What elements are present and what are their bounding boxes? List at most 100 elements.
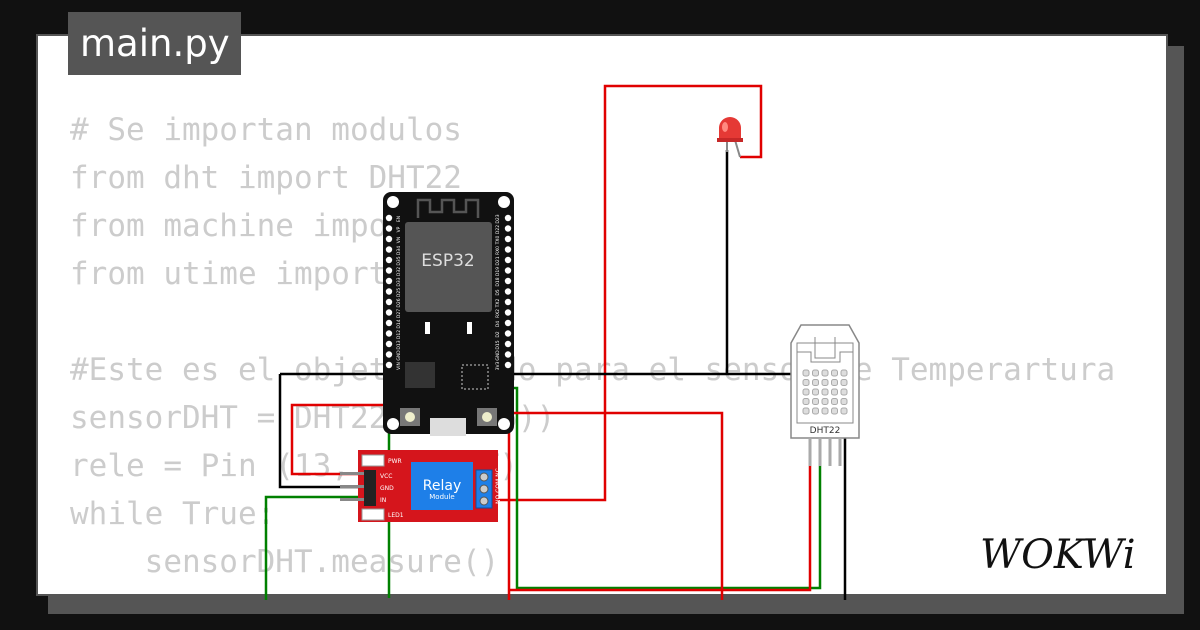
esp32-pin-label: D27 bbox=[396, 309, 402, 318]
esp32-pin-hole[interactable] bbox=[385, 225, 393, 232]
esp32-pin-label: D22 bbox=[495, 225, 501, 234]
dht22-sensor[interactable]: DHT22 bbox=[790, 324, 860, 466]
dht-vent-hole bbox=[821, 388, 829, 396]
dht-vent-hole bbox=[821, 369, 829, 377]
dht-vent-hole bbox=[840, 379, 848, 386]
esp32-pin-hole[interactable] bbox=[504, 319, 512, 327]
esp32-pin-label: VIN bbox=[396, 362, 402, 370]
esp32-pin-hole[interactable] bbox=[385, 246, 393, 253]
esp32-pin-hole[interactable] bbox=[385, 361, 393, 369]
esp32-left-pins: ENVPVND34D35D32D33D25D26D27D14D12D13GNDV… bbox=[385, 214, 402, 370]
relay-module[interactable]: PWR LED1 VCC GND IN Relay Module NO COM … bbox=[340, 450, 502, 522]
dht-vent-hole bbox=[821, 379, 829, 386]
esp32-pin-label: D19 bbox=[495, 267, 501, 276]
esp32-pin-hole[interactable] bbox=[504, 361, 512, 369]
usb-port bbox=[430, 418, 466, 436]
esp32-right-pins: D23D22TX0RX0D21D19D18D5TX2RX2D4D2D15GND3… bbox=[495, 214, 512, 370]
dht-vent-hole bbox=[840, 369, 848, 377]
esp32-pin-hole[interactable] bbox=[504, 309, 512, 316]
relay-led-led1: LED1 bbox=[388, 512, 404, 519]
esp32-pin-hole[interactable] bbox=[504, 351, 512, 358]
esp32-pin-label: D15 bbox=[495, 340, 501, 349]
esp32-pin-label: GND bbox=[495, 350, 501, 361]
dht-vent-hole bbox=[831, 407, 838, 415]
dht-vent-hole bbox=[831, 369, 838, 377]
esp32-pin-hole[interactable] bbox=[385, 298, 393, 306]
esp32-pin-hole[interactable] bbox=[504, 246, 512, 253]
file-tab[interactable]: main.py bbox=[68, 12, 241, 75]
dht-vent-hole bbox=[821, 398, 829, 405]
esp32-pin-hole[interactable] bbox=[504, 225, 512, 232]
esp32-pin-hole[interactable] bbox=[504, 267, 512, 274]
esp32-pin-label: EN bbox=[396, 216, 402, 222]
wire-relay-in[interactable] bbox=[264, 495, 362, 600]
esp32-pin-label: D35 bbox=[396, 256, 402, 265]
relay-pin-gnd: GND bbox=[380, 485, 394, 492]
esp32-pin-label: D14 bbox=[396, 319, 402, 328]
code-line: from dht import DHT22 bbox=[70, 160, 462, 196]
esp32-pin-label: VN bbox=[396, 237, 402, 243]
dht-vent-hole bbox=[802, 398, 810, 405]
esp32-pin-label: D4 bbox=[495, 321, 501, 327]
esp32-pin-hole[interactable] bbox=[504, 340, 512, 348]
wire-3v3-bus[interactable] bbox=[488, 411, 724, 600]
code-line: temp = sensorDHT.temperature() bbox=[70, 586, 1115, 594]
esp32-pin-hole[interactable] bbox=[385, 277, 393, 285]
esp32-pin-hole[interactable] bbox=[385, 214, 393, 222]
wokwi-logo: WOKWi bbox=[980, 532, 1136, 576]
esp32-pin-hole[interactable] bbox=[385, 256, 393, 264]
esp32-pin-label: RX2 bbox=[495, 309, 501, 318]
esp32-pin-hole[interactable] bbox=[385, 309, 393, 316]
wire-relay-gnd[interactable] bbox=[278, 374, 362, 489]
dht-vent-hole bbox=[840, 388, 848, 396]
relay-output-labels: NO COM NC bbox=[495, 468, 502, 504]
esp32-pin-hole[interactable] bbox=[504, 256, 512, 264]
esp32-pin-hole[interactable] bbox=[385, 319, 393, 327]
dht-vent-hole bbox=[840, 407, 848, 415]
esp32-pin-hole[interactable] bbox=[504, 277, 512, 285]
esp32-pin-label: D18 bbox=[495, 277, 501, 286]
esp32-board[interactable]: ESP32 ENVPVND34D35D32D33D25D26D27D14D12D… bbox=[383, 192, 514, 436]
esp32-pin-label: D23 bbox=[495, 214, 501, 223]
dht-vent-hole bbox=[812, 388, 819, 396]
esp32-pin-label: TX2 bbox=[495, 299, 501, 309]
dht-vent-grid bbox=[802, 369, 848, 415]
dht-vent-hole bbox=[840, 398, 848, 405]
esp32-pin-hole[interactable] bbox=[385, 340, 393, 348]
dht-vent-hole bbox=[812, 398, 819, 405]
dht-vent-hole bbox=[821, 407, 829, 415]
dht-vent-hole bbox=[802, 379, 810, 386]
logo-text: WOKWi bbox=[980, 532, 1136, 576]
esp32-pin-label: D21 bbox=[495, 256, 501, 265]
dht-vent-hole bbox=[812, 369, 819, 377]
relay-label: Relay bbox=[423, 478, 461, 494]
esp32-pin-label: D25 bbox=[396, 288, 402, 297]
esp32-pin-hole[interactable] bbox=[504, 298, 512, 306]
esp32-pin-label: D13 bbox=[396, 340, 402, 349]
wire-esp-dht-data[interactable] bbox=[509, 386, 822, 590]
esp32-pin-label: GND bbox=[396, 350, 402, 361]
red-led[interactable] bbox=[717, 117, 743, 158]
esp32-pin-hole[interactable] bbox=[504, 330, 512, 337]
esp32-pin-hole[interactable] bbox=[385, 330, 393, 337]
esp32-pin-hole[interactable] bbox=[504, 288, 512, 295]
code-line: while True: bbox=[70, 496, 276, 532]
esp32-module bbox=[405, 222, 492, 312]
esp32-pin-hole[interactable] bbox=[504, 235, 512, 243]
wire-dht-vcc[interactable] bbox=[509, 465, 812, 592]
esp32-pin-hole[interactable] bbox=[385, 288, 393, 295]
esp32-pin-hole[interactable] bbox=[385, 235, 393, 243]
wire-relay-vcc[interactable] bbox=[290, 403, 388, 476]
voltage-regulator bbox=[405, 362, 435, 388]
esp32-pin-hole[interactable] bbox=[504, 214, 512, 222]
esp32-pin-hole[interactable] bbox=[385, 267, 393, 274]
esp32-pin-label: D5 bbox=[495, 289, 501, 295]
dht-vent-hole bbox=[831, 398, 838, 405]
esp32-pin-hole[interactable] bbox=[385, 351, 393, 358]
dht-vent-hole bbox=[802, 369, 810, 377]
relay-pin-in: IN bbox=[380, 497, 386, 504]
relay-led-pwr: PWR bbox=[388, 458, 402, 465]
relay-cube bbox=[411, 462, 473, 510]
